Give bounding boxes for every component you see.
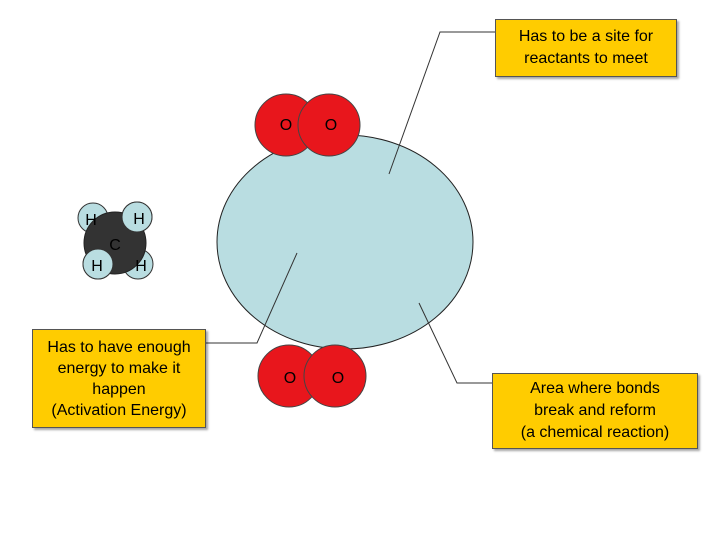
oxygen-label: O (332, 370, 344, 387)
leader-line-bonds (418, 302, 492, 384)
reaction-site-ellipse (216, 134, 474, 350)
carbon-label: C (109, 237, 121, 254)
oxygen-label: O (280, 117, 292, 134)
callout-chemical-reaction-text: Area where bonds break and reform (a che… (520, 380, 670, 441)
oxygen-atom (303, 344, 367, 408)
callout-chemical-reaction: Area where bonds break and reform (a che… (492, 373, 698, 449)
hydrogen-label: H (135, 258, 147, 275)
callout-activation-energy: Has to have enough energy to make it hap… (32, 329, 206, 428)
hydrogen-label: H (91, 258, 103, 275)
hydrogen-label: H (133, 211, 145, 228)
oxygen-atom (297, 93, 361, 157)
leader-line-energy (206, 252, 298, 344)
callout-activation-energy-text: Has to have enough energy to make it hap… (47, 338, 191, 419)
callout-reaction-site: Has to be a site for reactants to meet (495, 19, 677, 77)
oxygen-label: O (284, 370, 296, 387)
hydrogen-atom (82, 248, 114, 280)
methane-molecule: H H C H H (77, 201, 154, 280)
oxygen-label: O (325, 117, 337, 134)
hydrogen-atom (121, 201, 153, 233)
oxygen-molecule-top: O O (254, 93, 361, 157)
oxygen-molecule-bottom: O O (257, 344, 367, 408)
leader-line-site (388, 31, 495, 175)
hydrogen-label: H (85, 212, 97, 229)
callout-reaction-site-text: Has to be a site for reactants to meet (518, 28, 654, 67)
